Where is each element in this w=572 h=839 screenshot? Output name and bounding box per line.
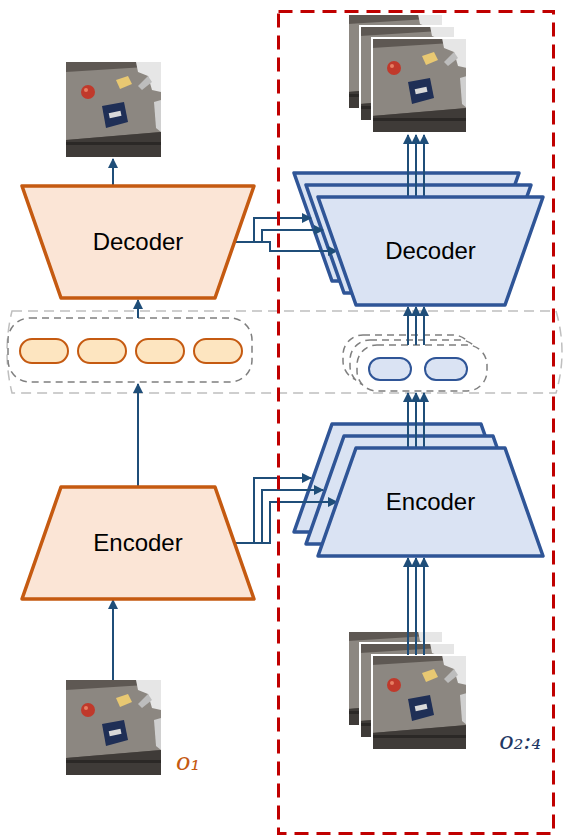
- decoder-block: Decoder: [22, 186, 254, 298]
- cross-connection-arrow: [235, 502, 338, 543]
- encoder-block: Encoder: [318, 448, 543, 556]
- cross-connection-arrow: [235, 242, 338, 251]
- encoder-block: Encoder: [22, 487, 254, 599]
- block-label: Decoder: [385, 237, 476, 265]
- block-label: Decoder: [93, 228, 184, 256]
- block-label: Encoder: [386, 488, 475, 516]
- block-label: Encoder: [93, 529, 182, 557]
- dashed-region-outline: [277, 10, 555, 835]
- decoder-block: Decoder: [318, 197, 543, 305]
- future-frames-region: o₂:₄ DecoderEncoder: [277, 10, 555, 835]
- frame-label: o₁: [176, 748, 200, 776]
- frame-range-label: o₂:₄: [499, 727, 541, 755]
